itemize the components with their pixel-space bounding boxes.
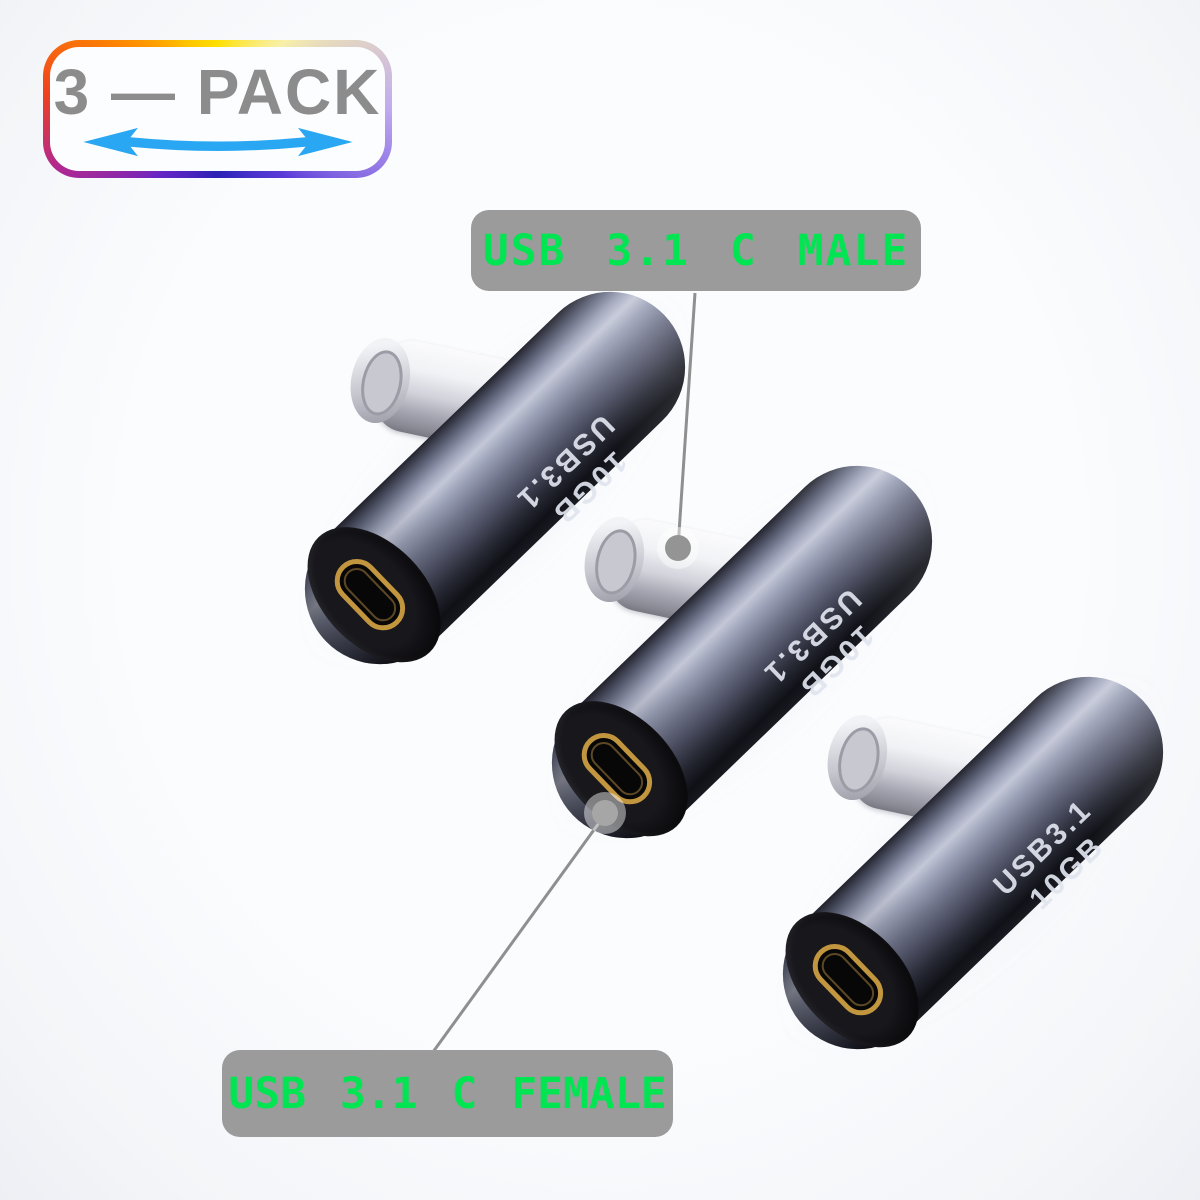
- pack-count-label: 3 — PACK: [53, 56, 382, 128]
- usb-c-female-port-2: [572, 723, 662, 814]
- usb-c-female-face-2: [528, 675, 714, 862]
- usb-c-female-face-3: [759, 886, 945, 1073]
- male-label-text: USB 3.1 C MALE: [482, 225, 910, 276]
- pack-count-badge: 3 — PACK: [43, 40, 392, 178]
- pack-count-badge-inner: 3 — PACK: [50, 47, 385, 171]
- male-label-badge: USB 3.1 C MALE: [471, 210, 921, 291]
- usb-c-female-face-1: [281, 501, 467, 688]
- double-arrow-icon: [82, 127, 353, 157]
- female-label-text: USB 3.1 C FEMALE: [228, 1068, 667, 1119]
- callout-line-female: [431, 815, 606, 1053]
- usb-c-female-port-3: [803, 934, 893, 1025]
- usb-c-female-port-1: [325, 549, 415, 640]
- body-print-3: USB3.1 10GB: [938, 744, 1172, 976]
- female-label-badge: USB 3.1 C FEMALE: [222, 1050, 673, 1137]
